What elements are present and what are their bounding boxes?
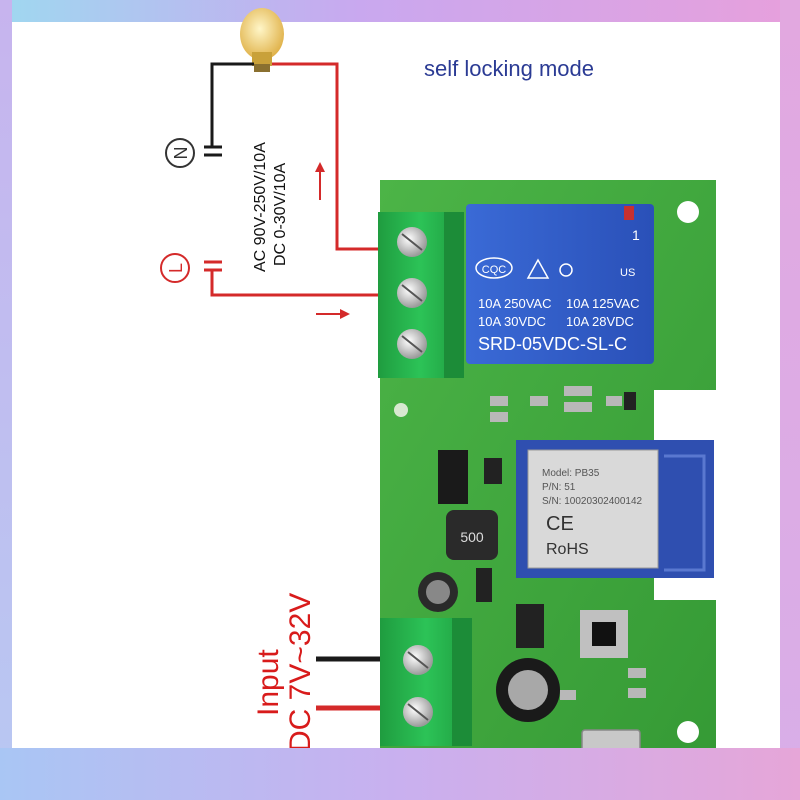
- mode-caption: self locking mode: [424, 56, 594, 81]
- power-terminal-block: [380, 618, 472, 746]
- load-wire: [272, 62, 386, 251]
- relay-cert-right: US: [620, 267, 635, 279]
- mount-hole-bottom-right: [677, 721, 699, 743]
- lamp-bulb: [240, 8, 284, 72]
- mount-hole-left: [394, 403, 408, 417]
- neutral-wire: [210, 62, 254, 146]
- mount-hole-top-right: [677, 201, 699, 223]
- load-terminal-block: [378, 212, 464, 378]
- relay-rating-row1-right: 10A 125VAC: [566, 296, 639, 311]
- relay-pin-number: 1: [632, 227, 640, 243]
- module-rohs-mark: RoHS: [546, 541, 589, 558]
- live-wire: [210, 290, 386, 297]
- reset-button: [580, 610, 628, 658]
- live-letter: L: [166, 263, 186, 273]
- wifi-module: Model: PB35 P/N: 51 S/N: 10020302400142 …: [516, 440, 714, 578]
- relay-rating-row1-left: 10A 250VAC: [478, 296, 551, 311]
- relay-rating-row2-left: 10A 30VDC: [478, 314, 546, 329]
- neutral-symbol: N: [165, 138, 195, 168]
- relay-cert-left: CQC: [482, 264, 507, 276]
- left-frame-border: [0, 0, 12, 800]
- relay: CQC US 1 10A 250VAC 10A 125VAC 10A 30VDC…: [466, 204, 654, 364]
- ac-load-spec: AC 90V-250V/10A: [252, 142, 269, 272]
- top-frame-border: [0, 0, 800, 22]
- module-ce-mark: CE: [546, 513, 574, 535]
- relay-rating-row2-right: 10A 28VDC: [566, 314, 634, 329]
- current-arrow-right: [316, 309, 350, 319]
- current-arrow-up: [315, 162, 325, 200]
- right-frame-border: [780, 0, 800, 800]
- capacitor-large: [496, 658, 560, 722]
- neutral-letter: N: [171, 147, 191, 160]
- capacitor-small: [418, 572, 458, 612]
- input-voltage-label: DC 7V~32V: [284, 592, 317, 752]
- module-line-3: S/N: 10020302400142: [542, 496, 643, 507]
- live-symbol: L: [160, 253, 190, 283]
- input-label: Input: [252, 649, 285, 716]
- inductor-label: 500: [460, 529, 484, 545]
- module-line-2: P/N: 51: [542, 482, 576, 493]
- bottom-frame-border: [0, 748, 800, 800]
- module-line-1: Model: PB35: [542, 468, 600, 479]
- dc-load-spec: DC 0-30V/10A: [272, 162, 289, 266]
- smd-components: [438, 386, 646, 700]
- relay-model: SRD-05VDC-SL-C: [478, 334, 627, 354]
- inductor: 500: [446, 510, 498, 560]
